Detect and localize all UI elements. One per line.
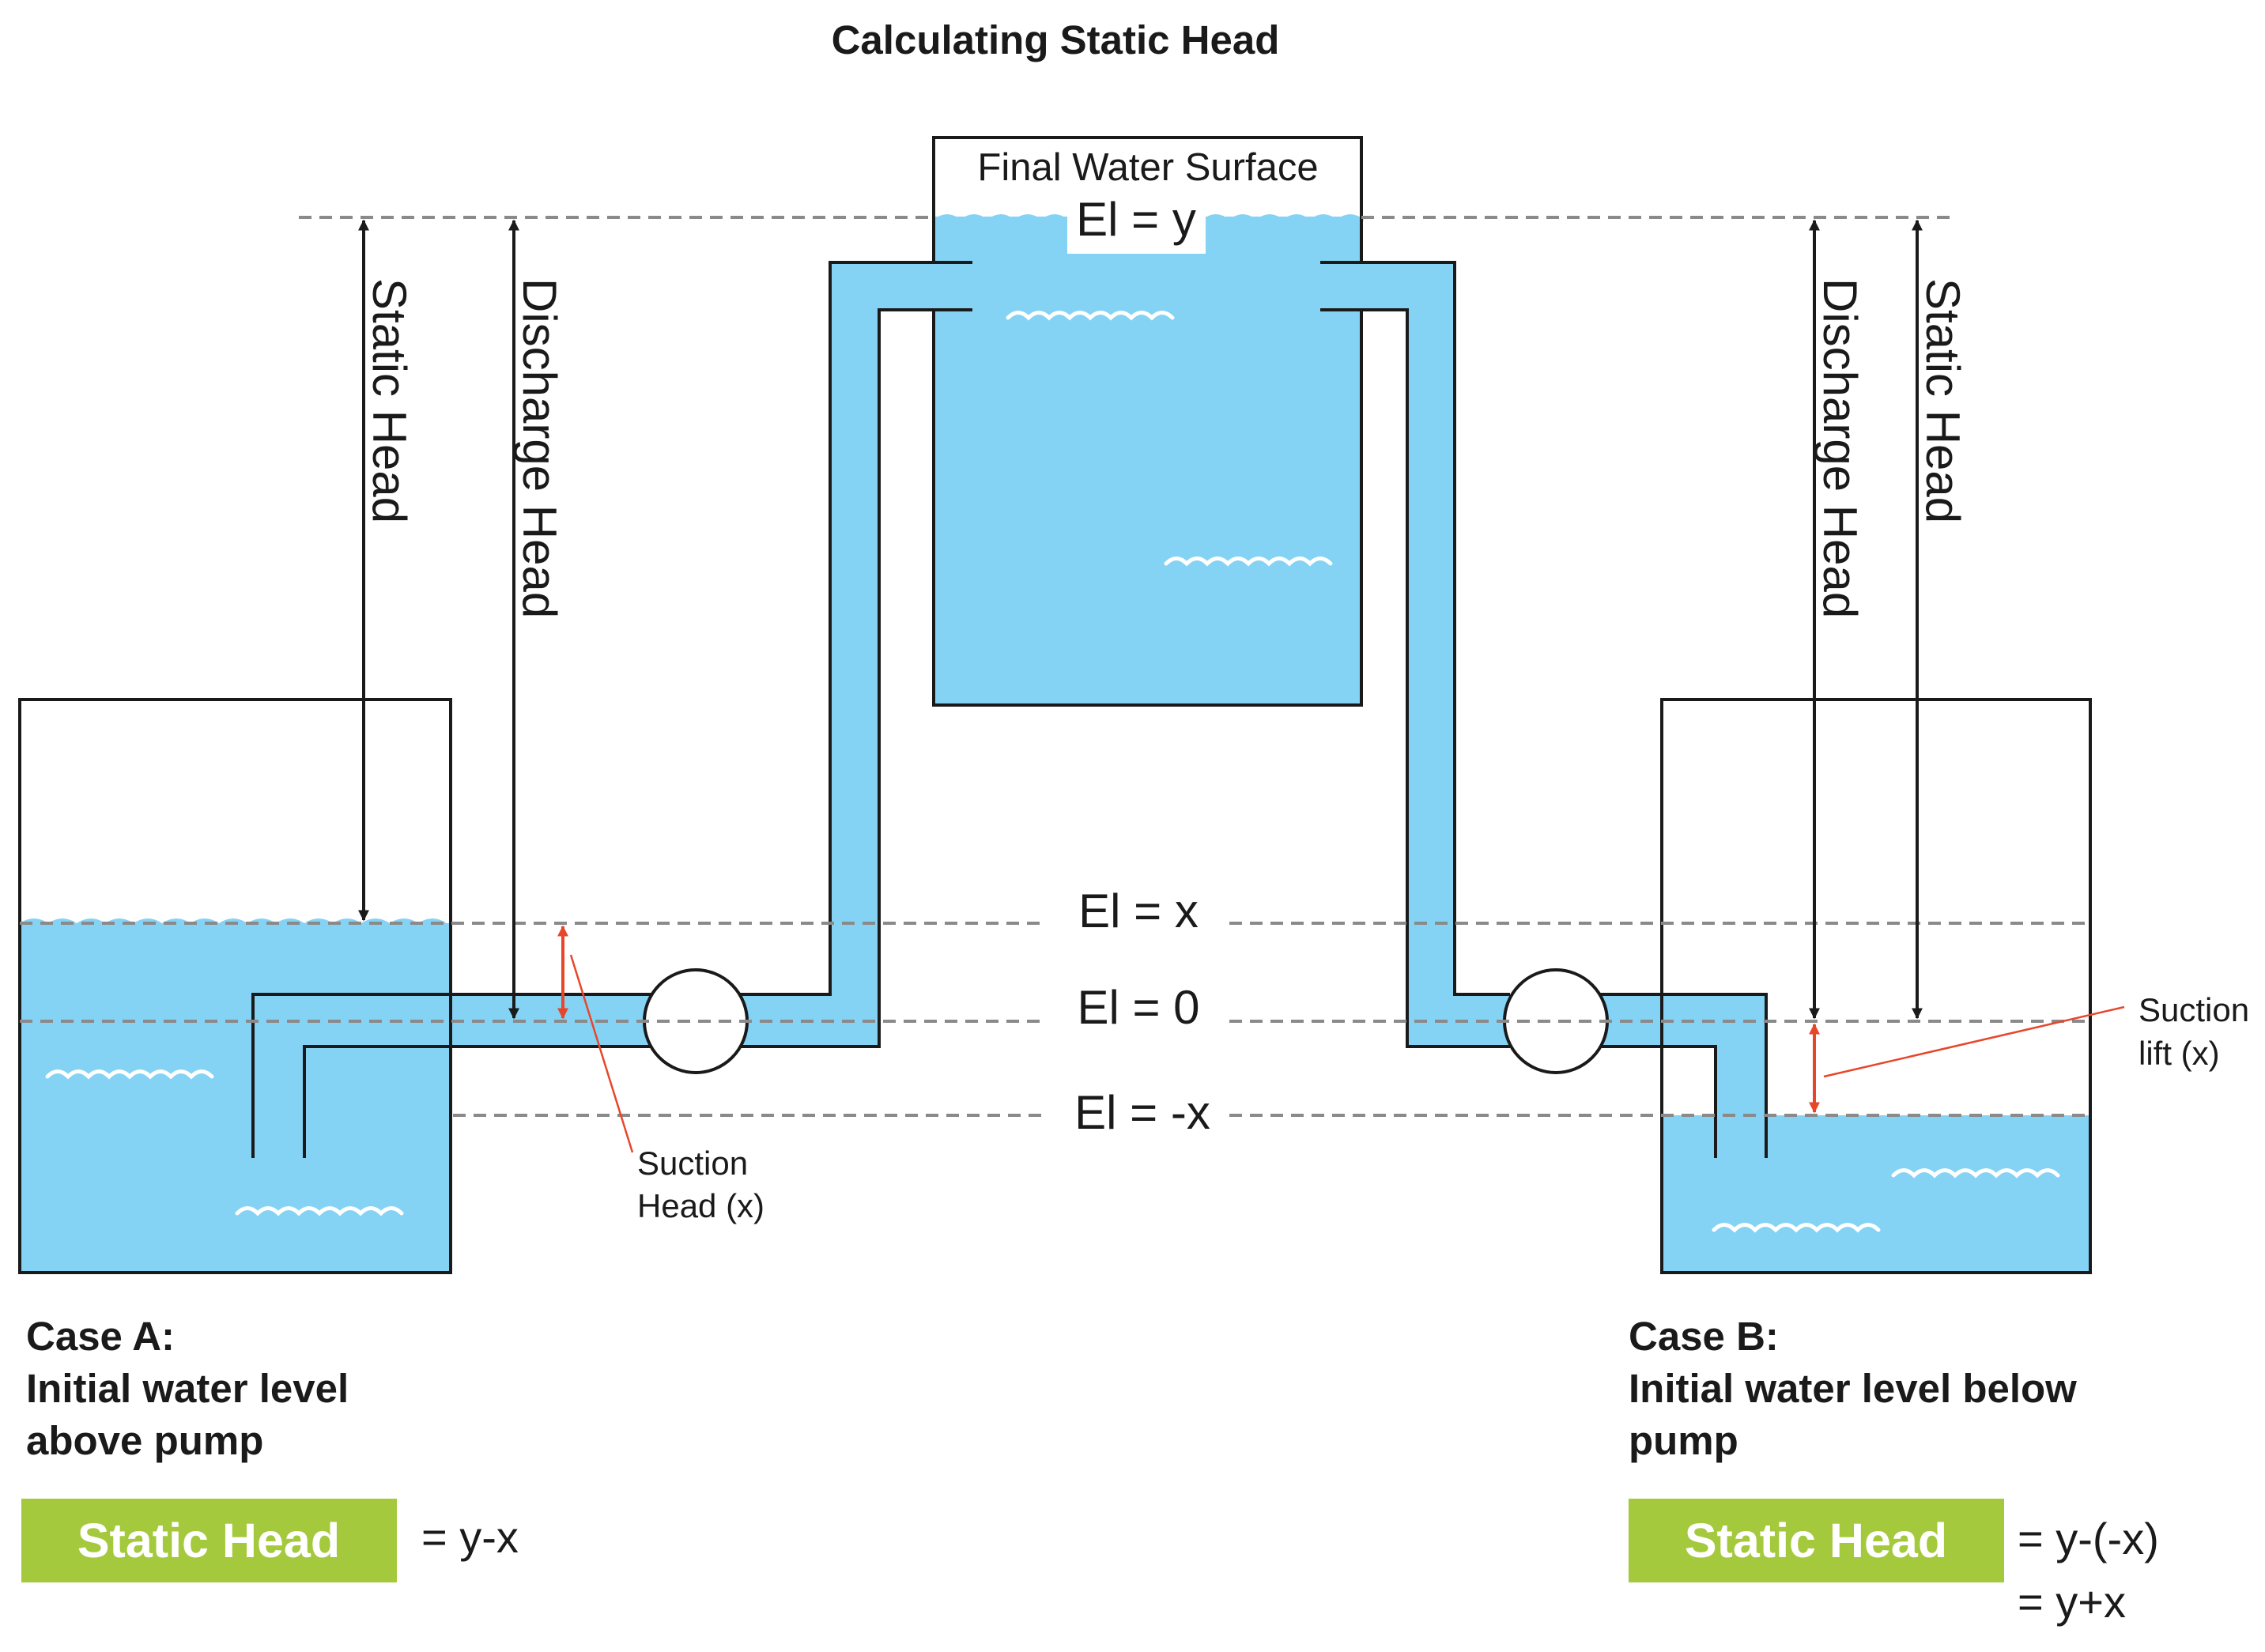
water-fills [20,217,2090,1273]
suction-head-leader [569,954,634,1153]
top-tank-outline [932,136,1363,707]
suction-arrows [557,925,2125,1153]
elevation-lines [20,216,2090,1117]
right-pipe-outer-wall [1320,261,1768,1158]
suction-head-label-line2: Head (x) [637,1187,764,1224]
case-a-heading: Case A: [26,1314,175,1359]
suction-lift-label-line1: Suction [2139,991,2249,1028]
right-discharge-head-label: Discharge Head [1814,278,1867,618]
left-tank-outline [18,698,452,1274]
right-pipe-inner-wall [1320,308,1717,1158]
right-discharge-pipe-water [1320,262,1510,1047]
elevation-zero-label: El = 0 [1077,981,1199,1034]
elevation-y-label: El = y [1076,193,1196,246]
right-tank-outline [1660,698,2092,1274]
water-ripples [45,311,2060,1233]
case-a-formula: = y-x [421,1512,519,1562]
case-b-formula-line1: = y-(-x) [2018,1514,2159,1563]
case-a-desc-line2: above pump [26,1418,263,1463]
head-arrows [358,219,1923,1020]
case-a-badge-label: Static Head [77,1514,340,1567]
elevation-x-label: El = x [1078,884,1199,937]
suction-lift-leader [1823,1005,2125,1078]
left-tank-water [20,923,451,1273]
left-static-head-label: Static Head [363,278,416,523]
case-b-desc-line2: pump [1629,1418,1738,1463]
case-a: Case A: Initial water level above pump S… [21,1314,519,1582]
elevation-neg-x-label: El = -x [1074,1086,1210,1139]
left-pipe-outer-wall [251,261,972,1158]
diagram-title: Calculating Static Head [832,17,1280,62]
left-discharge-pipe-water [735,262,972,1047]
case-b-badge-label: Static Head [1685,1514,1947,1567]
top-tank-water [934,217,1361,705]
suction-lift-label-line2: lift (x) [2139,1035,2220,1072]
case-b-static-head-badge [1629,1499,2004,1582]
left-suction-pipe-water [253,994,656,1158]
top-tank-label: Final Water Surface [977,146,1318,189]
left-pipe-inner-wall [303,308,972,1158]
suction-head-label-line1: Suction [637,1145,748,1182]
right-static-head-label: Static Head [1916,278,1969,523]
left-discharge-head-label: Discharge Head [513,278,566,618]
outlines [18,136,2092,1274]
case-b-heading: Case B: [1629,1314,1779,1359]
case-a-static-head-badge [21,1499,397,1582]
case-b-formula-line2: = y+x [2018,1577,2126,1627]
case-b-desc-line1: Initial water level below [1629,1366,2077,1411]
case-a-desc-line1: Initial water level [26,1366,349,1411]
case-b: Case B: Initial water level below pump S… [1629,1314,2159,1627]
right-tank-water [1662,1115,2090,1273]
